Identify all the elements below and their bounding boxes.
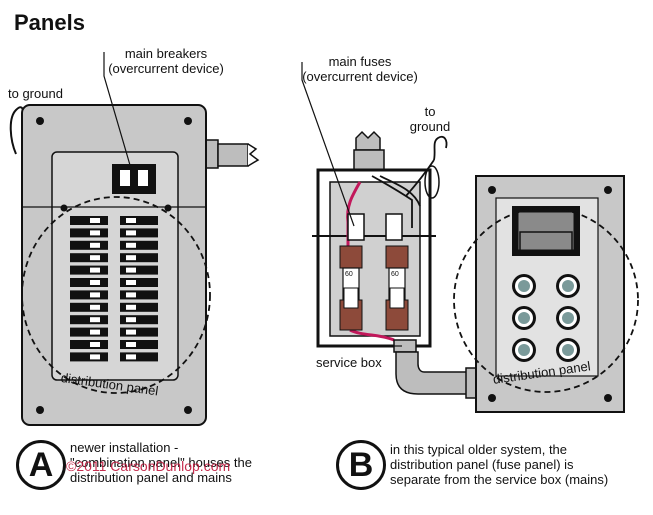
distribution-panel-circle-a [21,196,211,394]
caption-a-line1: newer installation - [70,440,179,455]
main-fuses [339,245,409,331]
breaker-toggle [126,342,136,347]
breaker-toggle [126,317,136,323]
main-fuses-label-line2: (overcurrent device) [302,69,418,84]
leader-main-fuses [301,62,355,227]
breaker-toggle [90,304,100,310]
branch-breaker [70,352,108,362]
breaker-toggle [90,329,100,335]
branch-breaker [120,228,158,238]
branch-breaker [70,253,108,263]
branch-breaker [120,216,158,225]
branch-breaker [120,240,158,250]
plug-fuse [562,280,574,292]
main-breaker [112,164,156,194]
branch-breaker [120,265,158,275]
service-box-label: service box [316,355,382,370]
caption-b-line2: distribution panel (fuse panel) is [390,457,574,472]
breaker-toggle [90,354,100,360]
branch-breaker [70,216,108,225]
branch-breaker [120,352,158,362]
plug-fuses [512,274,580,362]
breaker-toggle [90,292,100,298]
to-ground-label-a: to ground [8,86,63,101]
distribution-panel-circle-b [453,207,639,393]
branch-breakers [70,216,158,362]
branch-breaker [70,340,108,349]
breaker-toggle [90,342,100,347]
breaker-toggle [90,242,100,248]
branch-breaker [70,315,108,325]
leader-main-breakers [103,52,133,173]
branch-breaker [70,265,108,275]
branch-breaker [70,290,108,300]
breaker-toggle [126,242,136,248]
caption-b: in this typical older system, the distri… [390,442,608,487]
breaker-toggle [126,267,136,273]
branch-breaker [120,327,158,337]
branch-breaker [70,240,108,250]
branch-breaker [120,253,158,263]
conduit-a [203,139,260,169]
breaker-toggle [90,255,100,261]
breaker-toggle [90,267,100,273]
to-ground-label-b-line1: to [424,104,436,119]
caption-b-line3: separate from the service box (mains) [390,472,609,487]
branch-breaker [70,302,108,312]
badge-b: B [336,440,386,490]
branch-breaker [120,315,158,325]
branch-breaker [120,340,158,349]
branch-breaker [70,327,108,337]
breaker-toggle [90,280,100,285]
conduit-b [395,351,471,395]
breaker-toggle [126,292,136,298]
breaker-toggle [90,230,100,236]
plug-fuse [518,312,530,324]
branch-breaker [120,278,158,287]
fuse-distribution-panel [453,175,639,413]
caption-a-line3: distribution panel and mains [70,470,232,485]
main-breakers-label: main breakers (overcurrent device) [96,46,236,76]
caption-a-line2: "combination panel" houses the [70,455,252,470]
fuse-rating-right: 60 [391,271,399,278]
breaker-toggle [90,218,100,223]
panel-a-screws [36,117,192,414]
plug-fuse [562,344,574,356]
branch-breaker [70,228,108,238]
branch-breaker [70,278,108,287]
caption-b-line1: in this typical older system, the [390,442,568,457]
breaker-toggle [126,255,136,261]
combination-panel-a [9,52,260,426]
breaker-toggle [126,304,136,310]
page-title: Panels [14,10,85,35]
breaker-toggle [126,329,136,335]
breaker-toggle [90,317,100,323]
main-breakers-label-line1: main breakers [124,46,208,61]
service-box [301,62,477,399]
fuse-rating-left: 60 [345,271,353,278]
caption-a: newer installation - "combination panel"… [70,440,252,485]
to-ground-label-b: to ground [400,104,460,134]
to-ground-label-b-line2: ground [409,119,451,134]
plug-fuse [518,344,530,356]
badge-a: A [16,440,66,490]
branch-breaker [120,290,158,300]
breaker-toggle [126,354,136,360]
breaker-toggle [126,280,136,285]
plug-fuse [562,312,574,324]
breaker-toggle [126,218,136,223]
main-fuses-label-line1: main fuses [328,54,392,69]
plug-fuse [518,280,530,292]
branch-breaker [120,302,158,312]
breaker-toggle [126,230,136,236]
main-fuses-label: main fuses (overcurrent device) [290,54,430,84]
watermark: ©2011 CarsonDunlop.com [66,458,231,474]
main-breakers-label-line2: (overcurrent device) [108,61,224,76]
